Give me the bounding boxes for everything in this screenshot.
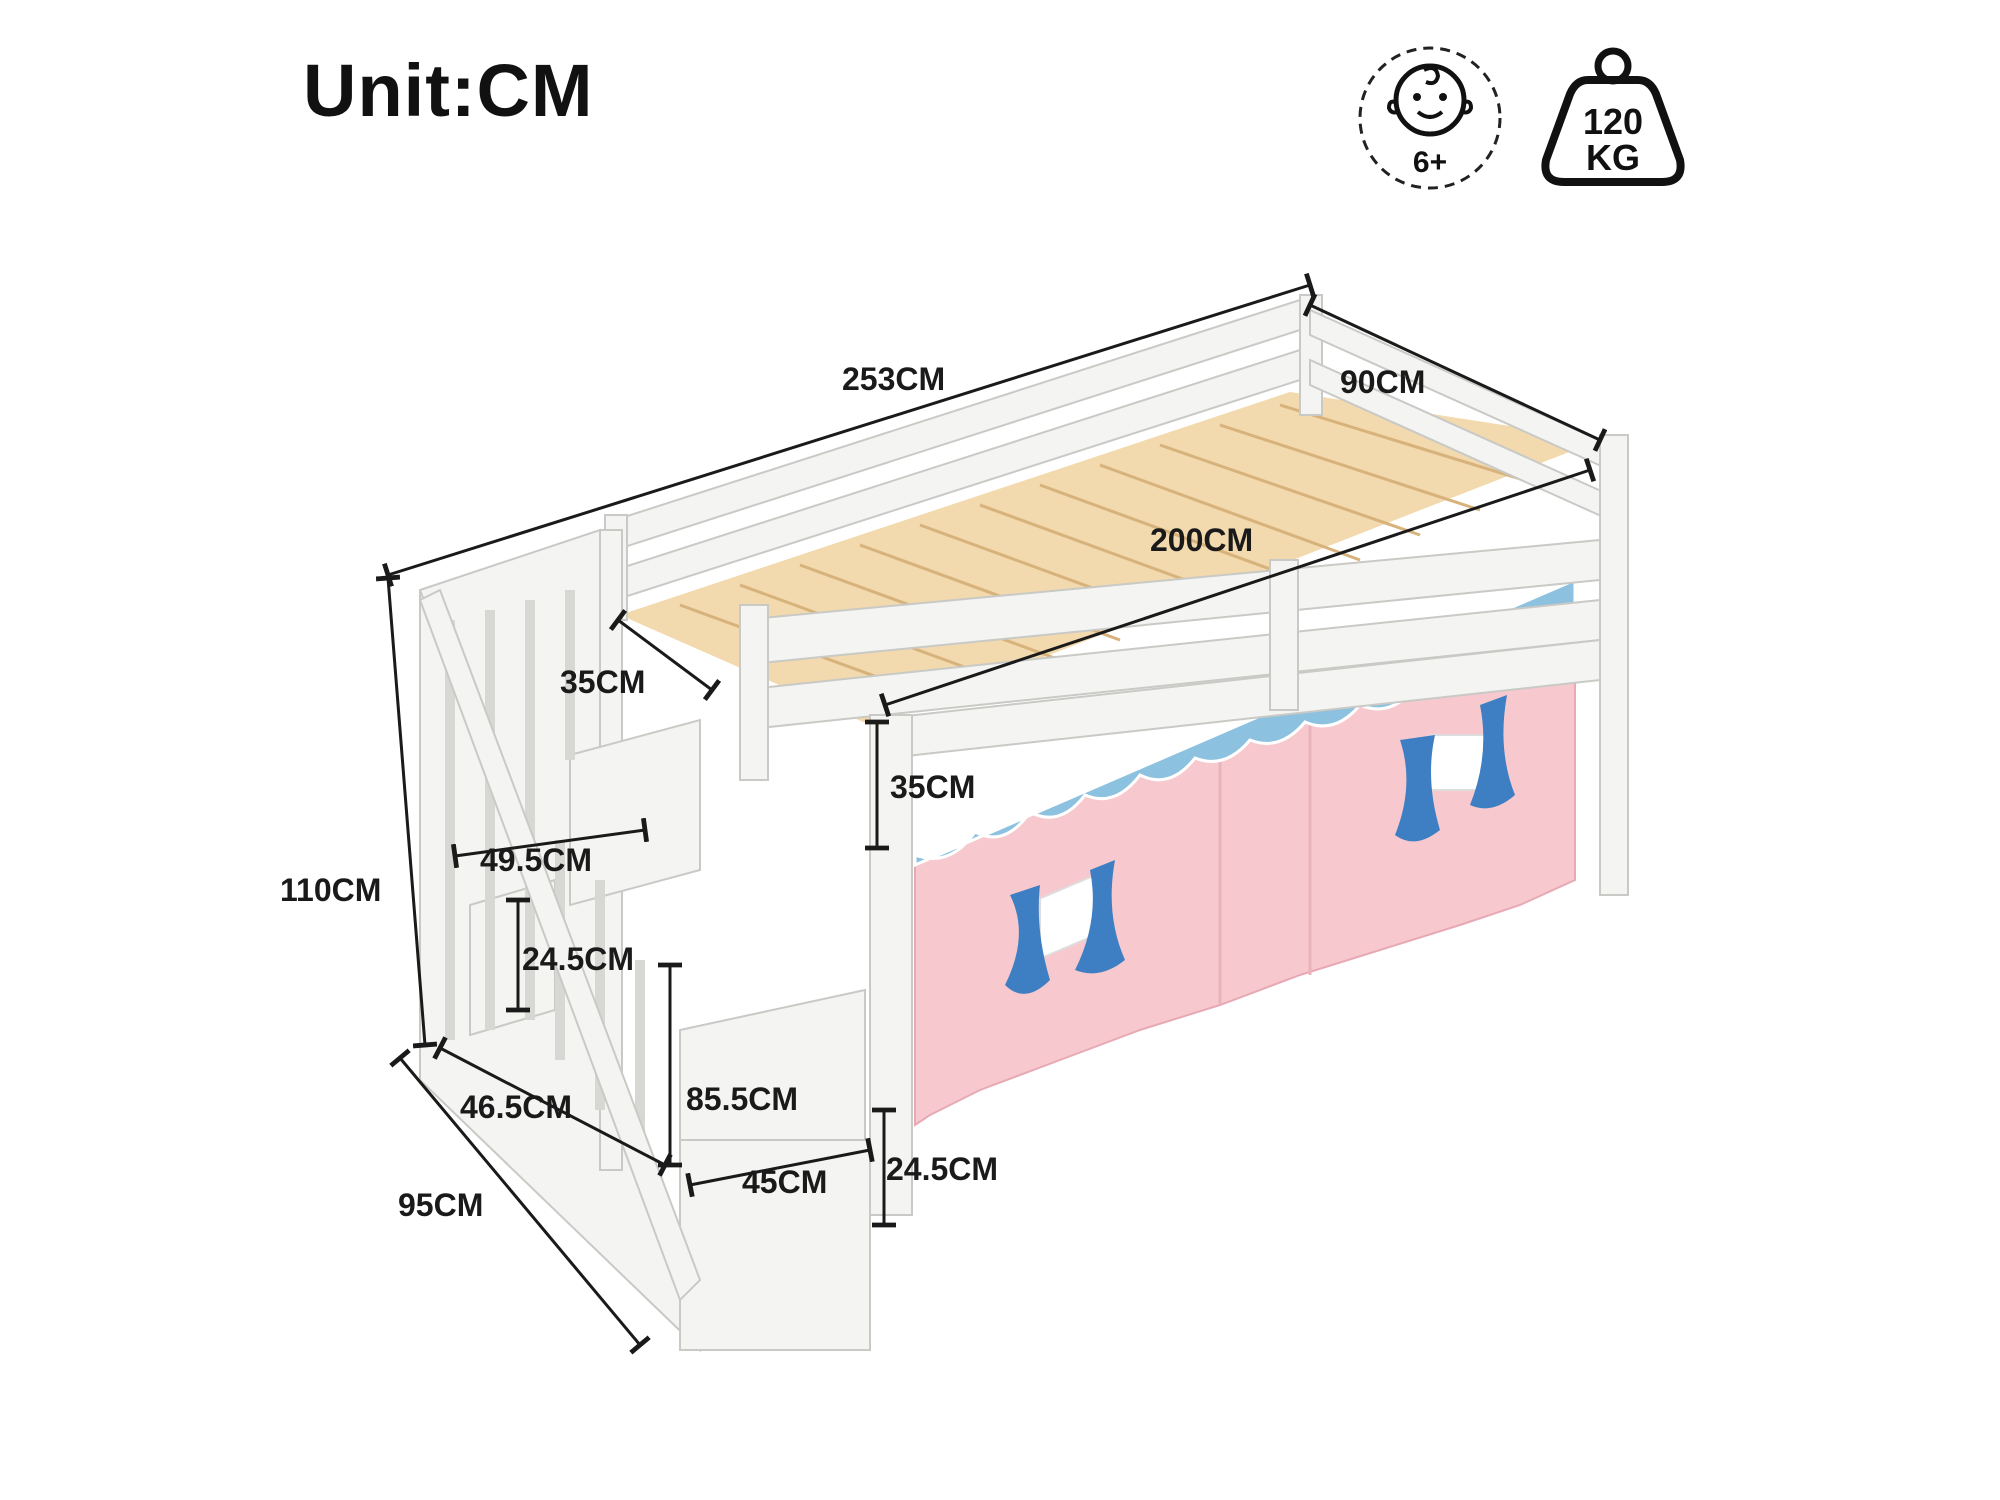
dim-line-guard-left <box>608 608 722 702</box>
dim-line-overall-length <box>382 272 1316 588</box>
curtain-tie-right-a <box>1395 735 1440 842</box>
label-guard-left: 35CM <box>560 664 645 700</box>
label-step-width: 45CM <box>742 1164 827 1200</box>
loft-bed-illustration <box>418 294 1629 1353</box>
label-step-upper: 24.5CM <box>522 941 634 977</box>
curtain-tie-left-b <box>1075 860 1125 974</box>
dim-line-total-height <box>375 574 438 1049</box>
label-overall-length: 253CM <box>842 361 945 397</box>
dim-line-total-depth <box>389 1048 651 1355</box>
dimension-lines <box>375 272 1608 1355</box>
dim-line-step-width <box>685 1137 875 1198</box>
unit-title: Unit:CM <box>303 49 594 132</box>
age-badge: 6+ <box>1358 46 1502 190</box>
label-mattress-length: 200CM <box>1150 522 1253 558</box>
weight-icon <box>1541 47 1685 186</box>
label-guard-front: 35CM <box>890 769 975 805</box>
label-total-height: 110CM <box>280 872 381 908</box>
dim-line-width <box>1302 293 1608 452</box>
age-label: 6+ <box>1413 146 1447 179</box>
label-step-lower: 24.5CM <box>886 1151 998 1187</box>
weight-badge: 120 KG <box>1541 47 1685 186</box>
label-stair-width: 49.5CM <box>480 842 592 878</box>
curtain-window-right <box>1429 734 1486 791</box>
label-total-depth: 95CM <box>398 1187 483 1223</box>
baby-face-icon <box>1386 63 1474 137</box>
label-width: 90CM <box>1340 364 1425 400</box>
curtain-tie-right-b <box>1470 695 1515 809</box>
weight-unit: KG <box>1586 137 1640 178</box>
label-stair-height: 85.5CM <box>686 1081 798 1117</box>
dim-line-mattress-length <box>878 457 1597 718</box>
dim-line-stair-width <box>450 817 650 869</box>
label-stair-depth: 46.5CM <box>460 1089 572 1125</box>
weight-value: 120 <box>1583 101 1643 142</box>
curtain-tie-left-a <box>1005 885 1050 994</box>
